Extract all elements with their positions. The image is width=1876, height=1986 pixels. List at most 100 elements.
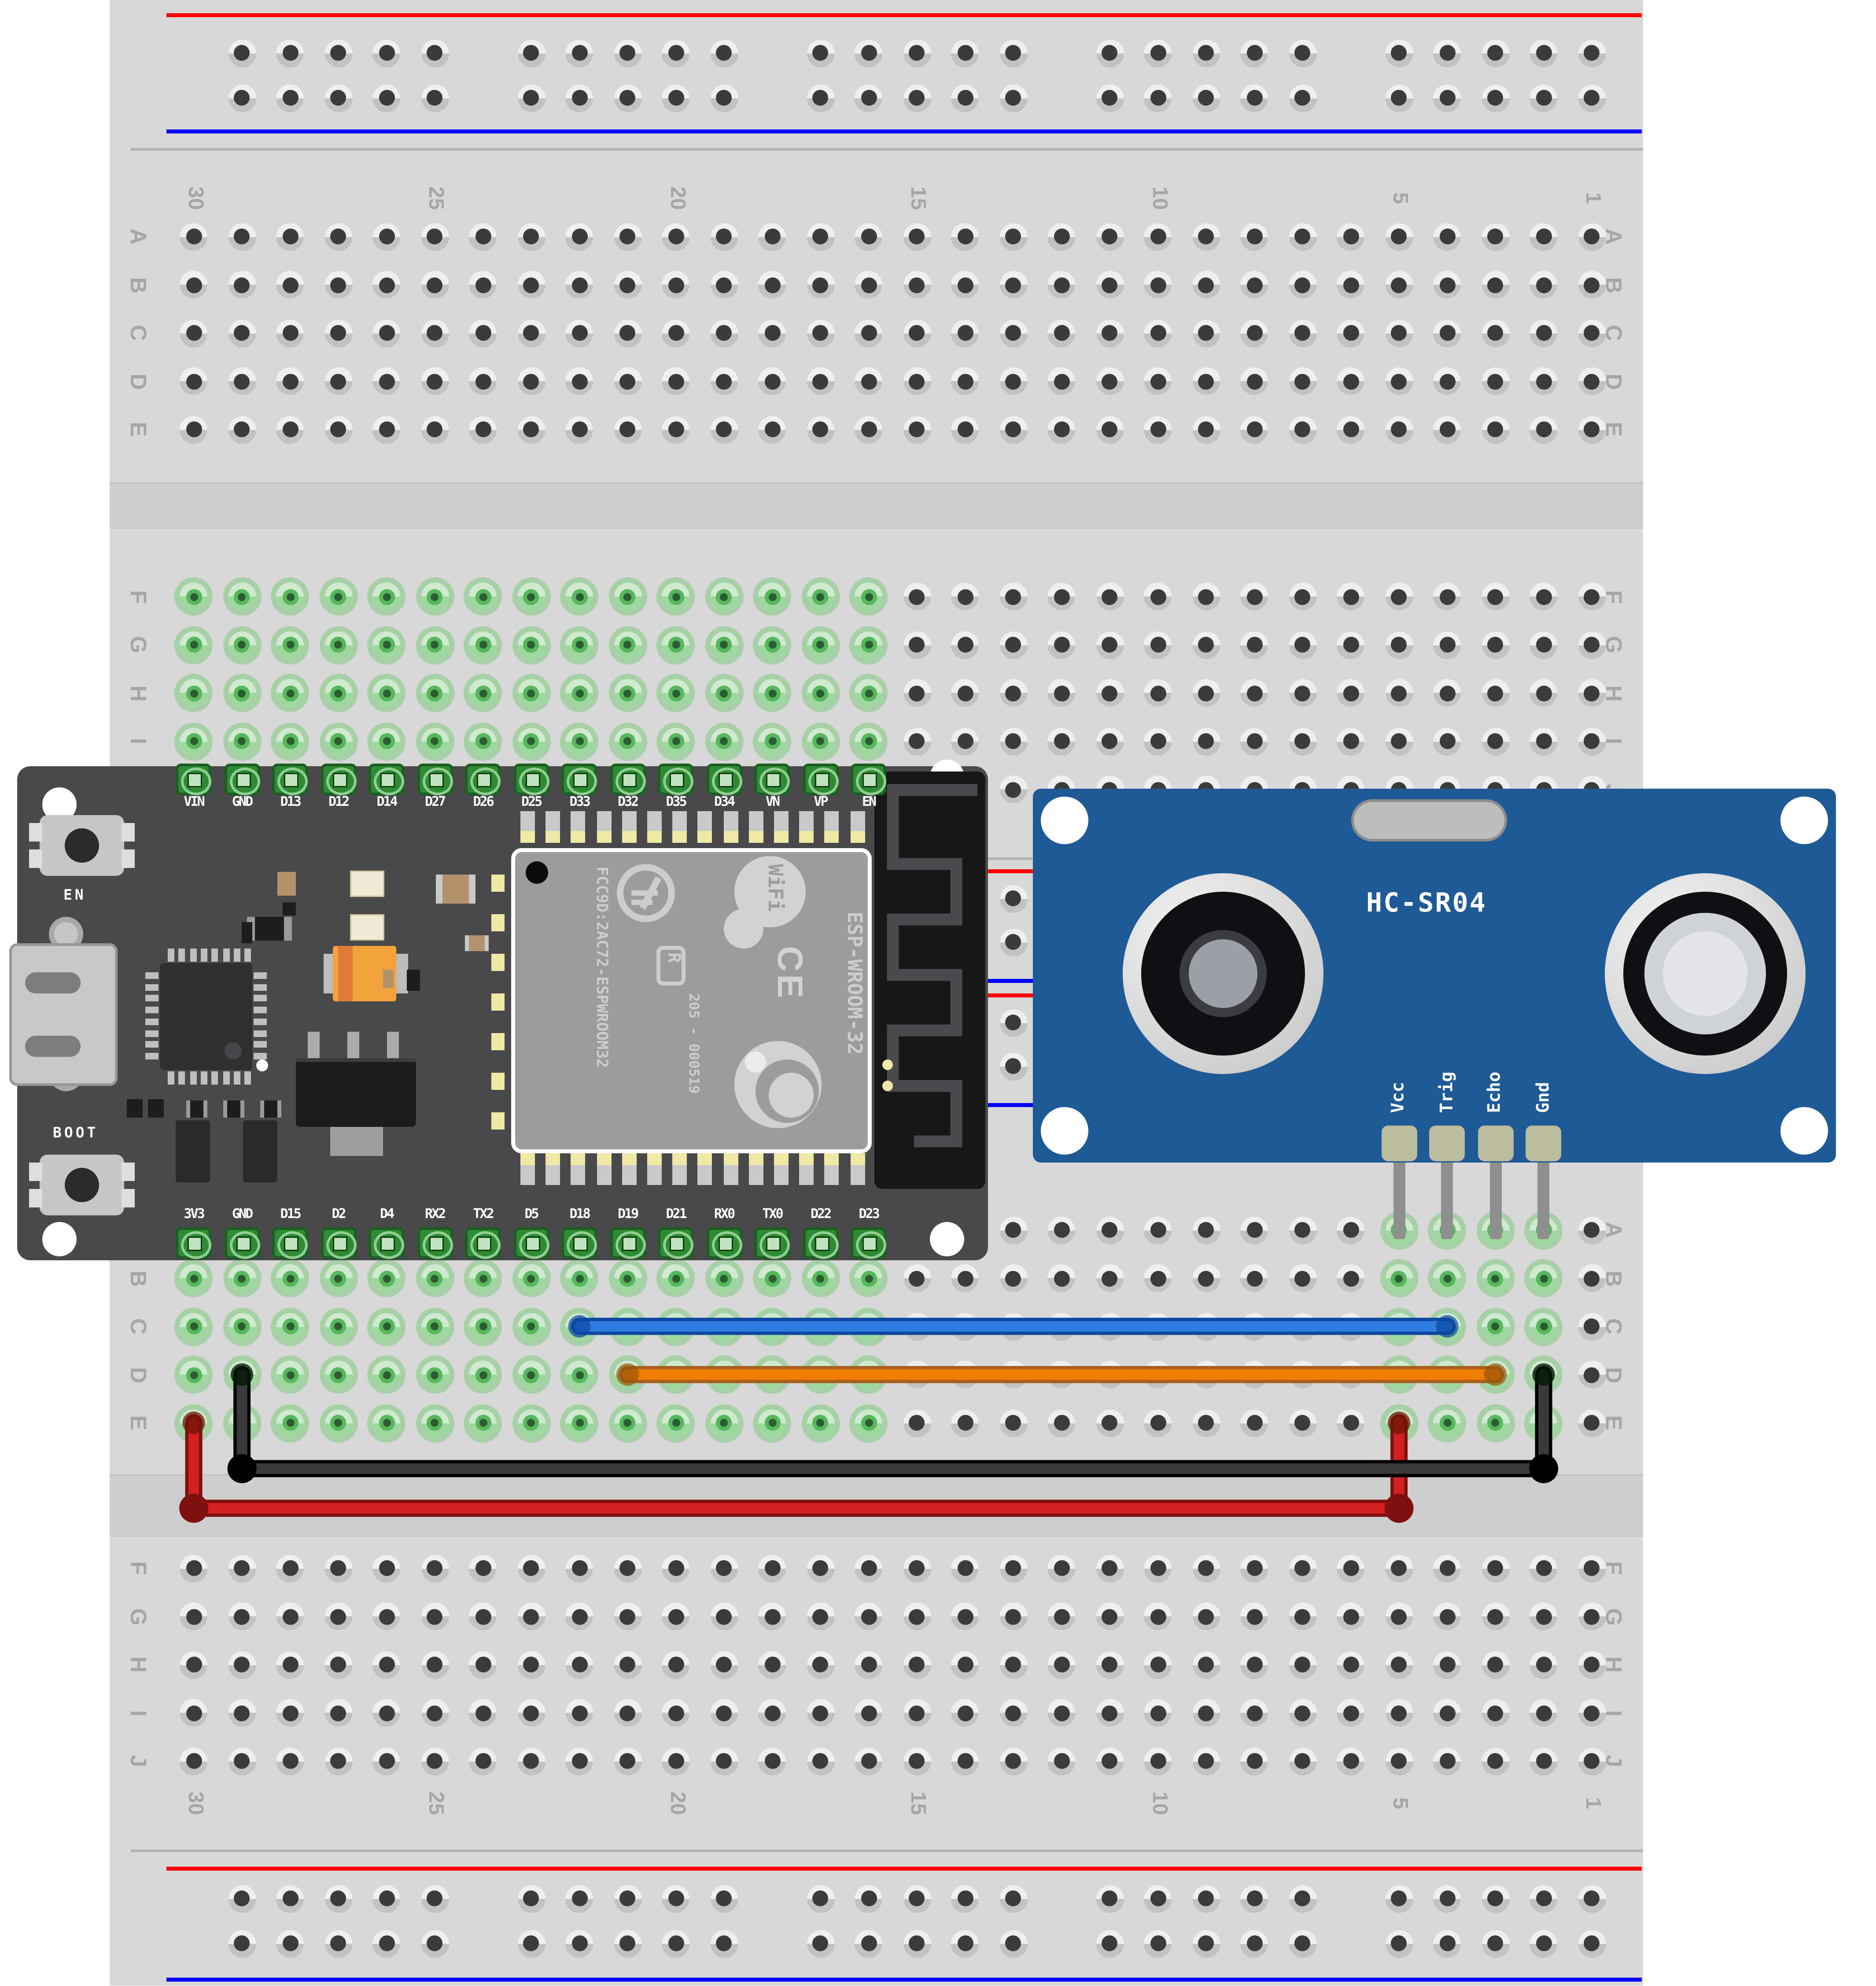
esp32-bottom-pin-label: D21 (666, 1207, 687, 1222)
breadboard-hole (999, 1602, 1028, 1630)
esp32-top-pin-label: D34 (714, 795, 735, 810)
breadboard-hole (662, 1554, 690, 1582)
row-label-a: A (1601, 229, 1626, 245)
breadboard-hole (1289, 727, 1317, 756)
breadboard-hole (1578, 631, 1606, 659)
breadboard-hole (1385, 631, 1413, 659)
breadboard-hole (1530, 631, 1558, 659)
breadboard-hole (1433, 1699, 1461, 1727)
esp32-bottom-pin-label: D22 (810, 1207, 832, 1222)
power-rail-hole (1096, 1929, 1124, 1957)
breadboard-hole (1385, 1312, 1413, 1340)
esp32-bottom-pin-socket (417, 1227, 453, 1259)
breadboard-hole (903, 1747, 931, 1775)
breadboard-hole (180, 1264, 208, 1292)
breadboard-hole (324, 1747, 353, 1775)
esp32-top-pin-socket (561, 764, 597, 795)
esp32-top-pin-label: VIN (184, 795, 205, 810)
power-rail-hole (324, 1929, 353, 1957)
esp32-antenna (874, 772, 985, 1189)
breadboard-hole (1289, 1699, 1317, 1727)
breadboard-hole (807, 1361, 835, 1388)
micro-usb-connector (9, 943, 118, 1086)
en-button (29, 815, 135, 876)
breadboard-hole (999, 583, 1028, 611)
breadboard-hole (1385, 271, 1413, 299)
breadboard-hole (324, 1554, 353, 1582)
breadboard-hole (421, 1264, 449, 1292)
row-label-d: D (125, 1366, 151, 1383)
breadboard-hole (1337, 367, 1365, 395)
module-pad (647, 1165, 662, 1185)
module-pad (850, 811, 865, 831)
breadboard-hole (999, 1747, 1028, 1775)
breadboard-hole (758, 1650, 786, 1679)
esp32-top-pin-socket (224, 764, 260, 795)
breadboard-hole (807, 727, 835, 756)
hcsr04-pin-label: Gnd (1533, 1082, 1554, 1113)
power-rail-hole (1578, 39, 1606, 67)
breadboard-center-channel (110, 482, 1643, 531)
row-label-i: I (1601, 738, 1626, 745)
module-model-text: ESP-WROOM-32 (843, 912, 866, 1055)
module-pad-tip (622, 831, 637, 843)
breadboard-hole (903, 727, 931, 756)
breadboard-hole (758, 679, 786, 707)
row-label-d: D (1601, 373, 1626, 390)
power-rail-hole (1192, 1929, 1220, 1957)
breadboard-hole (758, 223, 786, 251)
breadboard-hole (999, 1409, 1028, 1437)
power-rail-hole (1433, 1929, 1461, 1957)
breadboard-hole (1096, 1409, 1124, 1437)
smd-part (383, 970, 394, 988)
power-rail-hole (1144, 39, 1172, 67)
module-pad-tip (774, 831, 789, 843)
power-rail-hole (1385, 84, 1413, 112)
module-pad-tip (850, 831, 865, 843)
breadboard-hole (1578, 1699, 1606, 1727)
smd-part (148, 1099, 164, 1118)
breadboard-hole (614, 1554, 642, 1582)
esp32-top-pin-socket (321, 764, 357, 795)
breadboard-hole (372, 1699, 401, 1727)
esp32-bottom-pin-label: D18 (569, 1207, 590, 1222)
module-pad-tip (850, 1153, 865, 1165)
breadboard-hole (372, 319, 401, 347)
power-rail-hole (1240, 84, 1268, 112)
breadboard-hole (1289, 319, 1317, 347)
power-rail-hole (1578, 1929, 1606, 1957)
breadboard-hole (951, 1264, 979, 1292)
breadboard-hole (807, 631, 835, 659)
breadboard-hole (855, 416, 883, 444)
breadboard-hole (855, 583, 883, 611)
breadboard-hole (1144, 319, 1172, 347)
breadboard-hole (662, 1602, 690, 1630)
power-rail-hole (1096, 1884, 1124, 1912)
breadboard-hole (469, 727, 497, 756)
power-rail-hole (710, 39, 738, 67)
breadboard-hole (1337, 1650, 1365, 1679)
breadboard-hole (1433, 1264, 1461, 1292)
module-pad-tip (748, 831, 763, 843)
breadboard-hole (1337, 1554, 1365, 1582)
breadboard-hole (565, 319, 593, 347)
breadboard-hole (855, 1650, 883, 1679)
breadboard-hole (1240, 223, 1268, 251)
breadboard-hole (324, 1409, 353, 1437)
breadboard-hole (565, 1554, 593, 1582)
en-button-cap (65, 828, 99, 863)
breadboard-hole (1530, 223, 1558, 251)
breadboard-hole (903, 1361, 931, 1388)
module-pad (850, 1165, 865, 1185)
breadboard-hole (372, 631, 401, 659)
power-rail-hole (1289, 1884, 1317, 1912)
power-rail-hole (855, 84, 883, 112)
esp32-bottom-pin-socket (851, 1227, 887, 1259)
breadboard-hole (372, 1264, 401, 1292)
breadboard-hole (1578, 679, 1606, 707)
breadboard-hole (228, 1264, 256, 1292)
breadboard-hole (517, 1312, 545, 1340)
breadboard-hole (855, 271, 883, 299)
hcsr04-mounting-hole (1780, 1107, 1828, 1155)
regulator-leg (308, 1032, 320, 1061)
